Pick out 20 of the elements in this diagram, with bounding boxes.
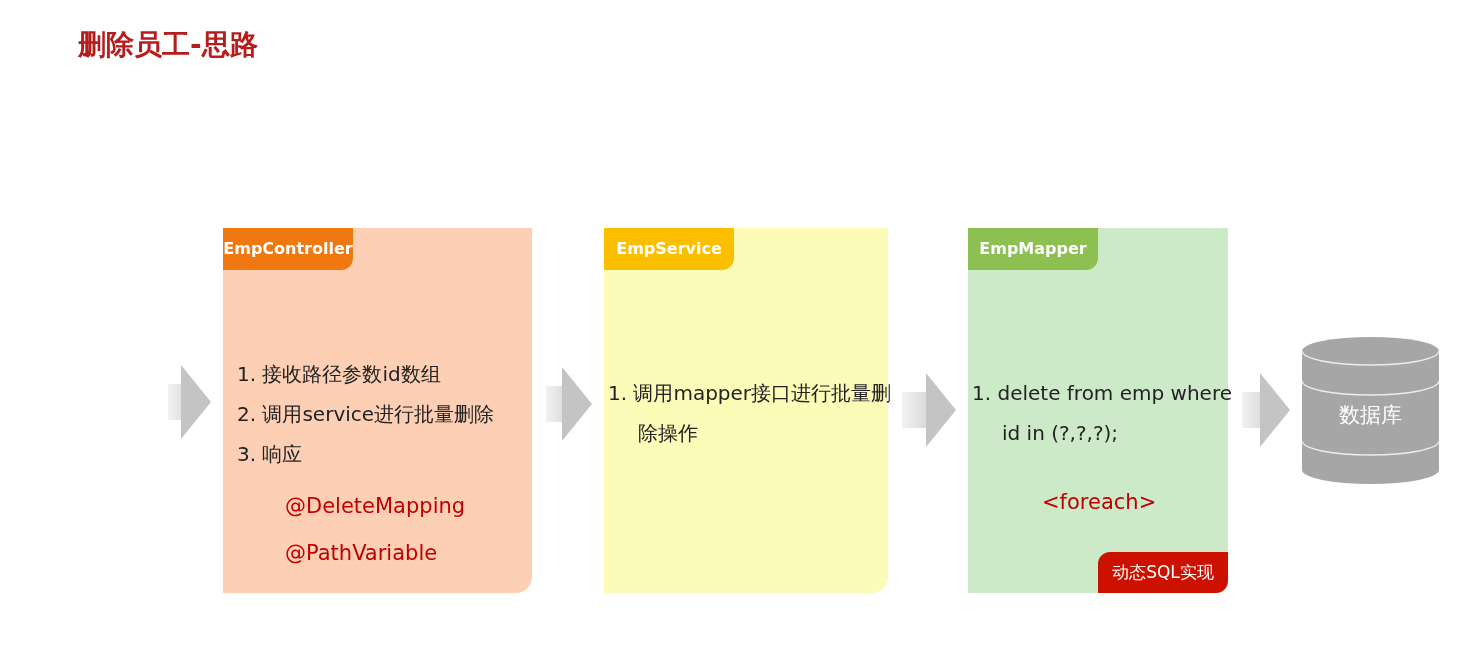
arrow: [1242, 373, 1290, 447]
process-card: [223, 228, 532, 593]
arrow: [902, 373, 956, 447]
list-item: 1. 调用mapper接口进行批量删除操作: [608, 380, 893, 447]
process-card: [604, 228, 888, 593]
card-heading: EmpMapper: [968, 228, 1098, 270]
card-heading: EmpController: [223, 228, 353, 270]
list-item: 1. delete from emp where id in (?,?,?);: [972, 380, 1233, 447]
list-item: 2. 调用service进行批量删除: [237, 401, 496, 428]
cylinder-label: 数据库: [1338, 402, 1403, 429]
tag-label: 动态SQL实现: [1098, 552, 1228, 593]
annotation-text: <foreach>: [1042, 489, 1157, 516]
list-item: 3. 响应: [237, 441, 304, 468]
annotation-text: @PathVariable: [285, 540, 438, 567]
list-item: 1. 接收路径参数id数组: [237, 361, 442, 388]
page-title: 删除员工-思路: [78, 27, 258, 63]
annotation-text: @DeleteMapping: [285, 493, 466, 520]
arrow: [546, 367, 592, 441]
card-heading: EmpService: [604, 228, 734, 270]
arrow: [168, 365, 211, 439]
